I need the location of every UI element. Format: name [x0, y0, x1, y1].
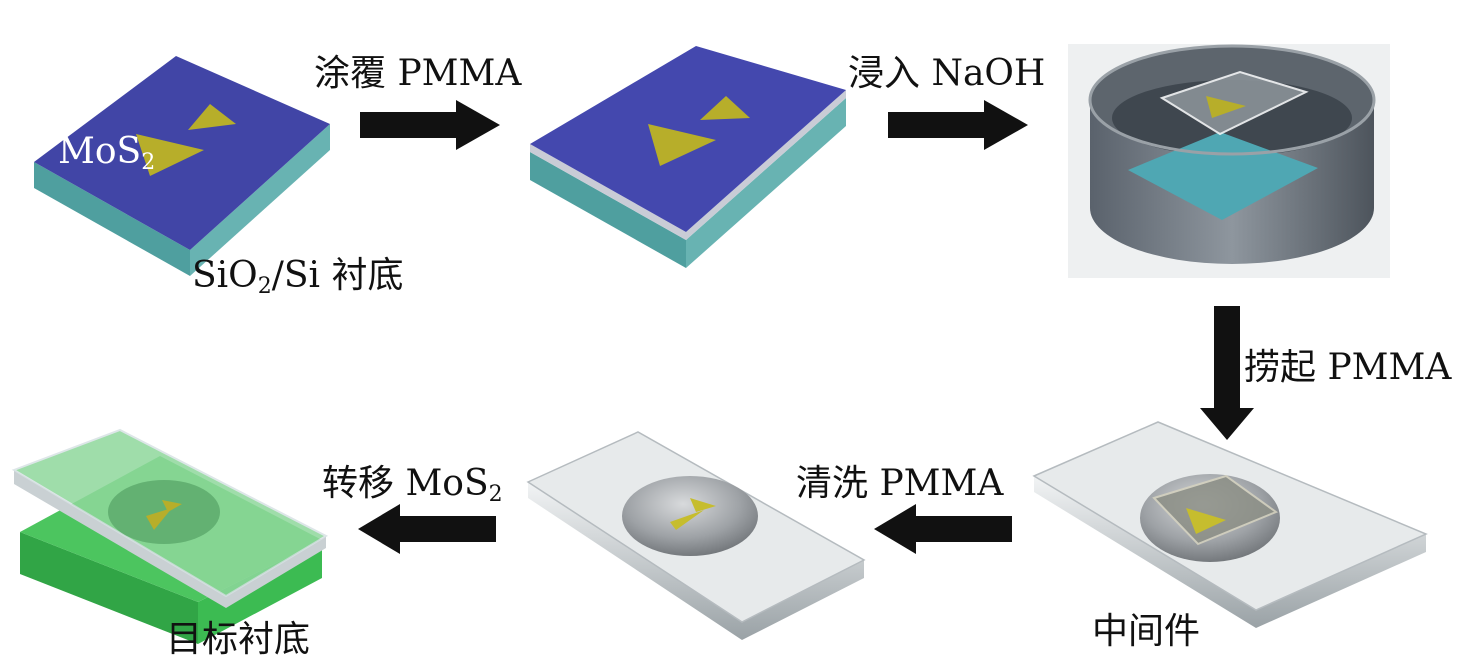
- target-assembly: [11, 428, 329, 644]
- step-transfer-label: 转移 MoS2: [322, 466, 503, 506]
- arrow-immerse: [888, 100, 1028, 150]
- target-side-left: [20, 532, 198, 644]
- droplet1-flake: [1186, 508, 1226, 534]
- mos2-sub: 2: [141, 150, 156, 175]
- cleaned-slide: [526, 431, 866, 640]
- substrate-label: SiO2/Si 衬底: [192, 258, 403, 298]
- arrow-coat: [360, 100, 500, 150]
- mos2-label: MoS2: [58, 134, 155, 174]
- step-immerse-label: 浸入 NaOH: [848, 53, 1046, 94]
- droplet2-flake-small: [690, 498, 716, 512]
- substrate-sub: 2: [257, 274, 272, 299]
- naoh-bath: [1068, 44, 1390, 278]
- mos2-text: MoS: [58, 131, 142, 172]
- coated-side-right: [686, 98, 846, 268]
- mos2-flake-large: [136, 134, 204, 176]
- slide2-edge: [528, 482, 864, 640]
- intermediate-slide: [1032, 421, 1428, 628]
- mos2-flake-small: [188, 104, 236, 130]
- coated-flake-large: [648, 124, 716, 166]
- coated-flake-small: [700, 96, 750, 120]
- step-coat-label: 涂覆 PMMA: [314, 53, 522, 94]
- substrate-text-a: SiO: [192, 255, 258, 296]
- step-clean-label: 清洗 PMMA: [796, 463, 1004, 504]
- transferred-flake-small: [162, 500, 182, 512]
- bath-rim: [1088, 44, 1376, 156]
- step-transfer-sub: 2: [488, 482, 503, 507]
- transferred-flake: [146, 508, 172, 530]
- coated-side-left: [530, 152, 686, 268]
- substrate-side-right: [190, 124, 330, 276]
- intermediate-label: 中间件: [1092, 611, 1201, 652]
- arrow-scoop: [1200, 306, 1254, 440]
- step-scoop-label: 捞起 PMMA: [1244, 347, 1452, 388]
- floating-flake: [1206, 96, 1246, 118]
- arrow-transfer: [358, 504, 496, 554]
- submerged-substrate: [1128, 132, 1318, 220]
- substrate-side-left: [34, 162, 190, 276]
- step-transfer-text: 转移 MoS: [322, 463, 489, 504]
- coated-substrate: [530, 46, 846, 268]
- slide1-edge: [1034, 476, 1426, 628]
- target-label: 目标衬底: [166, 619, 311, 660]
- substrate-block: [34, 56, 330, 276]
- pmma-film: [1152, 474, 1279, 546]
- droplet2-flake: [670, 510, 704, 530]
- substrate-text-b: /Si 衬底: [271, 255, 404, 296]
- arrow-clean: [874, 504, 1012, 554]
